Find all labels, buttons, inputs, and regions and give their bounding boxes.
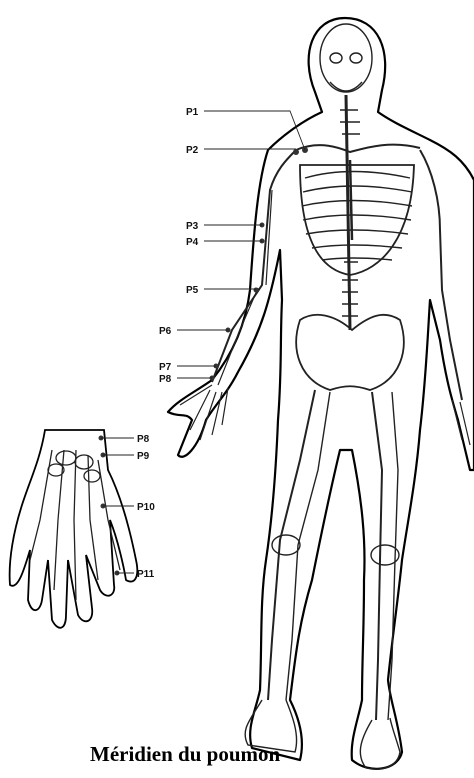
- label-p10: P10: [137, 502, 155, 513]
- label-p2: P2: [186, 145, 199, 156]
- hand-illustration: [10, 430, 138, 628]
- label-p6: P6: [159, 326, 172, 337]
- right-leg-bones: [268, 390, 315, 700]
- point-p2: [293, 149, 299, 155]
- label-p9: P9: [137, 451, 150, 462]
- label-p5: P5: [186, 285, 199, 296]
- point-labels: P1 P2 P3 P4 P5 P6 P7 P8 P8 P9 P10 P11: [137, 107, 199, 580]
- rib-cage: [300, 160, 414, 275]
- label-p3: P3: [186, 221, 199, 232]
- label-p8: P8: [159, 374, 172, 385]
- diagram-caption: Méridien du poumon: [90, 742, 350, 767]
- right-arm-bones: [212, 150, 296, 382]
- label-p1: P1: [186, 107, 199, 118]
- left-foot-bones: [360, 718, 400, 769]
- label-p11: P11: [137, 569, 155, 580]
- left-leg-bones: [372, 392, 382, 720]
- label-p7: P7: [159, 362, 172, 373]
- spine: [346, 95, 350, 330]
- label-p4: P4: [186, 237, 199, 248]
- hand-outline: [10, 430, 138, 628]
- clavicles: [296, 145, 420, 152]
- point-p5: [254, 288, 259, 293]
- label-p8-hand: P8: [137, 434, 150, 445]
- body-outline: [168, 18, 474, 769]
- meridian-points: [99, 147, 309, 576]
- skull: [320, 24, 372, 92]
